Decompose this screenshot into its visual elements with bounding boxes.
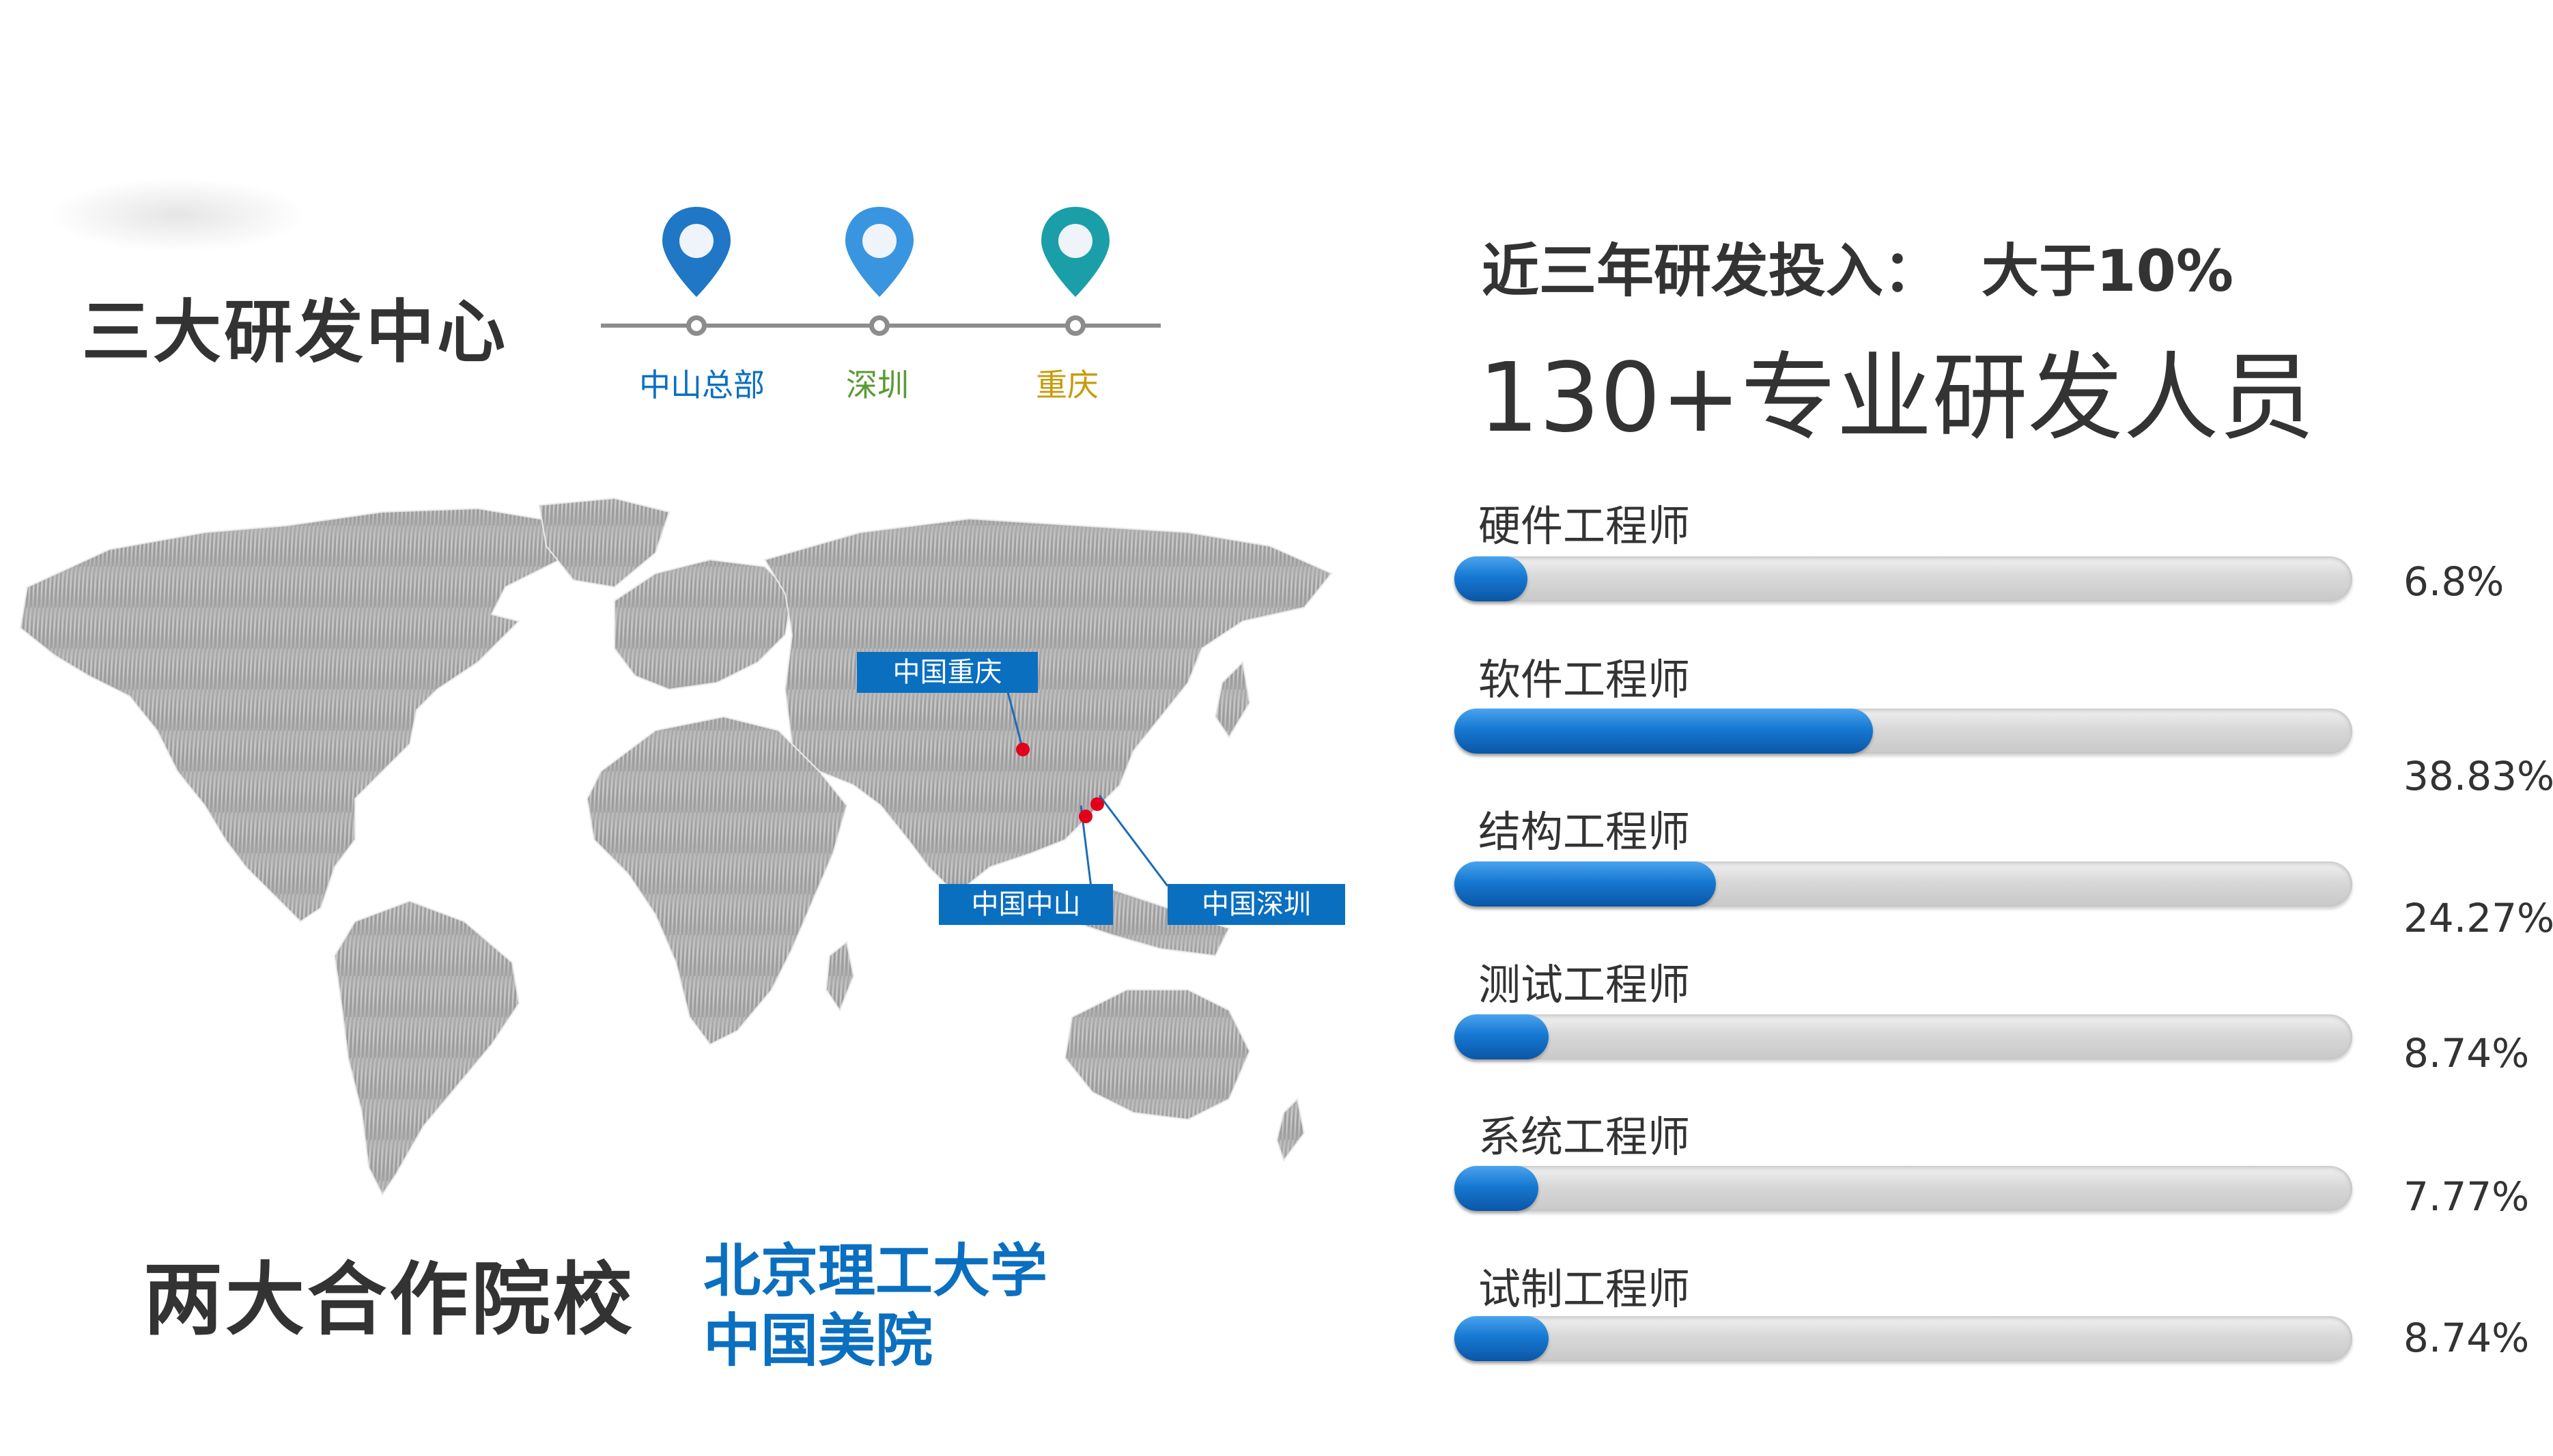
progress-fill xyxy=(1454,1014,1549,1059)
bar-label: 测试工程师 xyxy=(1478,960,1691,1010)
partners-title: 两大合作院校 xyxy=(143,1254,635,1346)
rd-investment: 近三年研发投入： 大于10% xyxy=(1482,225,2233,308)
partner-school: 中国美院 xyxy=(703,1307,933,1374)
timeline-node xyxy=(1065,315,1086,336)
center-label-shenzhen: 深圳 xyxy=(846,367,909,403)
location-dot-shenzhen xyxy=(1090,797,1104,811)
progress-fill xyxy=(1454,1316,1549,1361)
bar-label: 系统工程师 xyxy=(1478,1112,1691,1162)
timeline-node xyxy=(869,315,890,336)
callout-line xyxy=(1006,689,1024,750)
rd-centers-title: 三大研发中心 xyxy=(82,292,508,372)
bar-label: 硬件工程师 xyxy=(1478,501,1691,551)
partner-school: 北京理工大学 xyxy=(703,1238,1048,1304)
center-label-chongqing: 重庆 xyxy=(1036,367,1099,403)
map-pin-icon xyxy=(845,207,914,297)
map-pin-icon xyxy=(662,207,731,297)
bar-percent: 8.74% xyxy=(2403,1030,2530,1076)
bar-percent: 38.83% xyxy=(2403,753,2553,799)
progress-track xyxy=(1454,1316,2352,1361)
callout-shenzhen: 中国深圳 xyxy=(1168,884,1345,925)
callout-zhongshan: 中国中山 xyxy=(939,884,1113,925)
location-dot-chongqing xyxy=(1016,743,1030,756)
progress-track xyxy=(1454,1014,2352,1059)
rd-investment-label: 近三年研发投入： xyxy=(1482,238,1941,304)
progress-fill xyxy=(1454,1166,1538,1211)
rd-staff-count: 130+专业研发人员 xyxy=(1478,343,2315,454)
timeline-node xyxy=(686,315,707,336)
bar-percent: 8.74% xyxy=(2403,1315,2530,1361)
callout-chongqing: 中国重庆 xyxy=(857,652,1038,693)
progress-fill xyxy=(1454,861,1716,907)
bar-percent: 7.77% xyxy=(2403,1173,2530,1220)
progress-track xyxy=(1454,709,2352,754)
progress-fill xyxy=(1454,709,1873,754)
bar-label: 试制工程师 xyxy=(1478,1264,1691,1314)
map-pin-icon xyxy=(1041,207,1110,297)
bar-label: 结构工程师 xyxy=(1478,807,1691,857)
bar-percent: 24.27% xyxy=(2403,895,2553,941)
bar-percent: 6.8% xyxy=(2403,558,2505,605)
location-dot-zhongshan xyxy=(1079,810,1092,823)
progress-track xyxy=(1454,556,2352,601)
world-map xyxy=(19,497,1333,1196)
progress-fill xyxy=(1454,556,1528,601)
progress-track xyxy=(1454,861,2352,907)
callout-line xyxy=(1098,795,1169,887)
bar-label: 软件工程师 xyxy=(1478,655,1691,704)
title-shadow xyxy=(48,177,307,253)
rd-investment-value: 大于10% xyxy=(1981,238,2234,304)
center-label-zhongshan: 中山总部 xyxy=(639,367,765,403)
progress-track xyxy=(1454,1166,2352,1211)
